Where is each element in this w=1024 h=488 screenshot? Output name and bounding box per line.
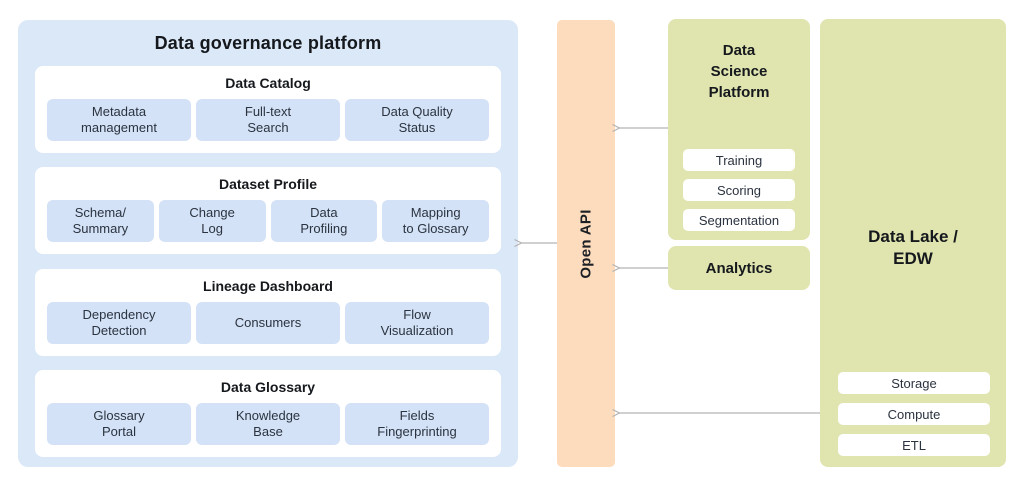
item-full-text-search: Full-text Search (196, 99, 340, 141)
section-title: Lineage Dashboard (203, 278, 333, 294)
item-consumers: Consumers (196, 302, 340, 344)
section-items-row: Dependency Detection Consumers Flow Visu… (35, 294, 501, 344)
item-schema-summary: Schema/ Summary (47, 200, 154, 242)
lake-item-storage: Storage (838, 372, 990, 394)
section-title: Data Catalog (225, 75, 311, 91)
dsp-item-scoring: Scoring (683, 179, 795, 201)
section-items-row: Metadata management Full-text Search Dat… (35, 91, 501, 141)
dsp-item-segmentation: Segmentation (683, 209, 795, 231)
section-items-row: Glossary Portal Knowledge Base Fields Fi… (35, 395, 501, 445)
item-metadata-management: Metadata management (47, 99, 191, 141)
item-change-log: Change Log (158, 200, 266, 242)
data-lake-items: Storage Compute ETL (838, 372, 990, 456)
dsp-item-training: Training (683, 149, 795, 171)
item-data-profiling: Data Profiling (270, 200, 378, 242)
data-governance-platform-panel: Data governance platform Data Catalog Me… (18, 20, 518, 467)
item-fields-fingerprinting: Fields Fingerprinting (345, 403, 489, 445)
item-data-quality-status: Data Quality Status (345, 99, 489, 141)
section-data-catalog: Data Catalog Metadata management Full-te… (35, 66, 501, 153)
item-mapping-to-glossary: Mapping to Glossary (382, 200, 489, 242)
lake-item-etl: ETL (838, 434, 990, 456)
section-lineage-dashboard: Lineage Dashboard Dependency Detection C… (35, 269, 501, 356)
item-flow-visualization: Flow Visualization (345, 302, 489, 344)
data-science-platform-panel: Data Science Platform Training Scoring S… (668, 19, 810, 240)
item-knowledge-base: Knowledge Base (196, 403, 340, 445)
data-science-items: Training Scoring Segmentation (683, 149, 795, 231)
section-title: Dataset Profile (218, 176, 318, 192)
lake-item-compute: Compute (838, 403, 990, 425)
open-api-label: Open API (577, 208, 595, 279)
section-items-row: Schema/ Summary Change Log Data Profilin… (35, 192, 501, 242)
item-dependency-detection: Dependency Detection (47, 302, 191, 344)
section-title: Data Glossary (220, 379, 316, 395)
open-api-bar: Open API (557, 20, 615, 467)
data-science-platform-title: Data Science Platform (708, 42, 770, 101)
governance-panel-title: Data governance platform (154, 33, 382, 53)
section-dataset-profile: Dataset Profile Schema/ Summary Change L… (35, 167, 501, 254)
section-data-glossary: Data Glossary Glossary Portal Knowledge … (35, 370, 501, 457)
data-lake-edw-title: Data Lake / EDW (868, 227, 958, 269)
data-lake-edw-panel: Data Lake / EDW Storage Compute ETL (820, 19, 1006, 467)
analytics-box: Analytics (668, 246, 810, 290)
item-glossary-portal: Glossary Portal (47, 403, 191, 445)
